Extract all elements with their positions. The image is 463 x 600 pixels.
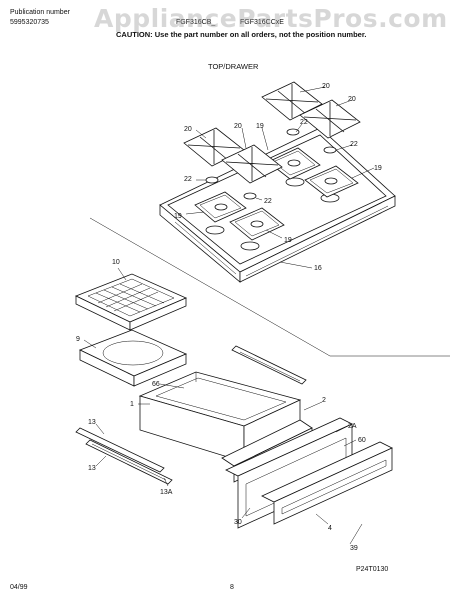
callout-13-a: 13 <box>88 419 96 426</box>
caution-note: CAUTION: Use the part number on all orde… <box>116 30 367 39</box>
callout-66: 66 <box>152 381 160 388</box>
publication-label: Publication number <box>10 9 70 16</box>
callout-22-a: 22 <box>300 119 308 126</box>
footer-date: 04/99 <box>10 584 28 591</box>
callout-labels: 20 20 20 20 19 22 22 22 22 19 19 19 16 1… <box>76 83 382 552</box>
callout-13-b: 13 <box>88 465 96 472</box>
footer-page-number: 8 <box>230 584 234 591</box>
callout-13a: 13A <box>160 489 173 496</box>
leader-lines <box>83 86 375 545</box>
callout-30: 30 <box>234 519 242 526</box>
model-number-a: FGF316CB_ <box>176 19 216 26</box>
burner-grates <box>183 81 361 184</box>
broiler-grid <box>75 273 187 331</box>
callout-20-c: 20 <box>184 126 192 133</box>
callout-19-c: 19 <box>174 213 182 220</box>
drawer-rails-lower <box>75 427 173 485</box>
callout-39: 39 <box>350 545 358 552</box>
callout-19-d: 19 <box>284 237 292 244</box>
cooktop-guide-line <box>89 217 331 357</box>
watermark: AppliancePartsPros.com <box>94 4 448 33</box>
callout-20-b: 20 <box>348 96 356 103</box>
callout-20-d: 20 <box>234 123 242 130</box>
callout-2: 2 <box>322 397 326 404</box>
callout-22-c: 22 <box>184 176 192 183</box>
callout-9: 9 <box>76 336 80 343</box>
model-number-b: FGF316CCxE <box>240 19 284 26</box>
callout-2a: 2A <box>348 423 357 430</box>
cooktop-main-top <box>159 127 396 283</box>
footer-diagram-code: P24T0130 <box>356 566 389 573</box>
drawer-rail-upper <box>231 345 307 385</box>
callout-20-a: 20 <box>322 83 330 90</box>
callout-16: 16 <box>314 265 322 272</box>
callout-4: 4 <box>328 525 332 532</box>
callout-19-a: 19 <box>256 123 264 130</box>
callout-22-d: 22 <box>264 198 272 205</box>
burner-drip-pans <box>194 147 359 241</box>
callout-19-b: 19 <box>374 165 382 172</box>
callout-1: 1 <box>130 401 134 408</box>
publication-number: 5995320735 <box>10 19 49 26</box>
broiler-pan <box>78 329 188 387</box>
drawer-handle <box>261 441 393 525</box>
callout-60: 60 <box>358 437 366 444</box>
callout-22-b: 22 <box>350 141 358 148</box>
section-title: TOP/DRAWER <box>208 62 259 71</box>
callout-10: 10 <box>112 259 120 266</box>
